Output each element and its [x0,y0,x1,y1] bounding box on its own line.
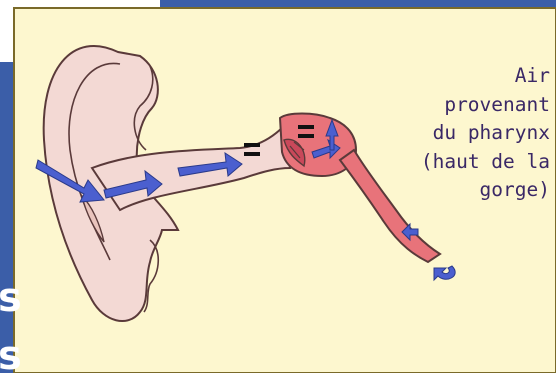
side-glyph: s [0,278,22,318]
caption-line: provenant [350,91,550,120]
caption: Air provenant du pharynx (haut de la gor… [350,62,550,205]
caption-line: (haut de la [350,148,550,177]
side-label: s s [0,250,22,373]
caption-line: Air [350,62,550,91]
caption-line: gorge) [350,176,550,205]
side-glyph: s [0,336,22,373]
caption-line: du pharynx [350,119,550,148]
